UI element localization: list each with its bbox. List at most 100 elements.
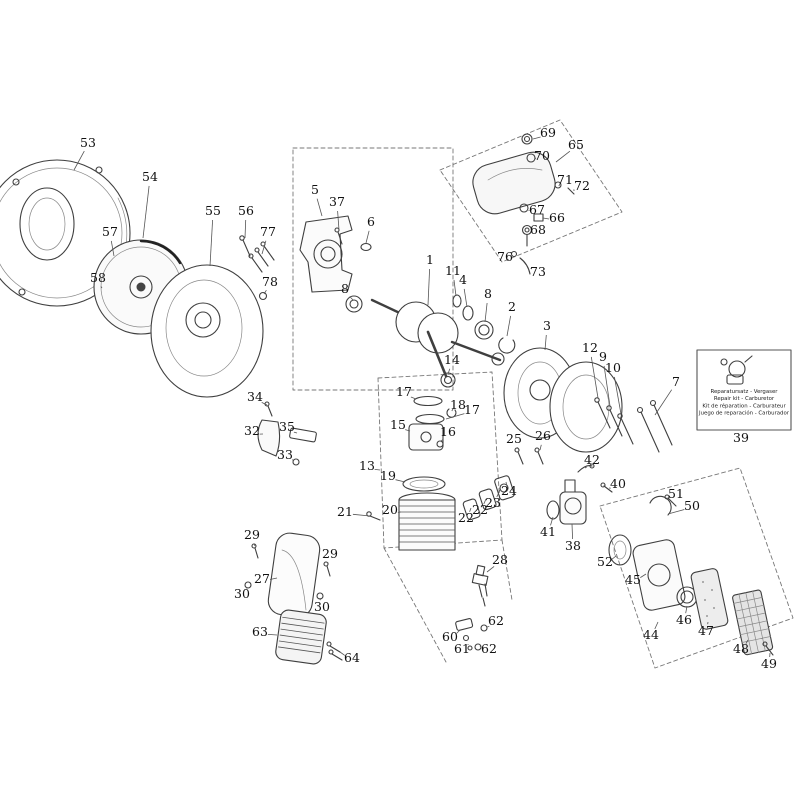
part-number-10: 10	[605, 360, 621, 375]
part-number-27: 27	[254, 571, 270, 586]
kit-box-line: Kit de réparation - Carburateur	[702, 402, 786, 409]
part-number-22: 22	[472, 502, 488, 517]
leader-line-26	[539, 444, 542, 451]
leader-line-62	[479, 645, 482, 648]
leader-line-56	[244, 219, 247, 239]
leader-line-34	[261, 402, 268, 406]
leader-line-53	[73, 150, 85, 171]
part-number-9: 9	[599, 349, 607, 364]
leader-line-66	[542, 217, 550, 220]
leader-line-35	[293, 431, 298, 434]
part-number-52: 52	[597, 554, 613, 569]
air-filter-assembly	[608, 494, 774, 656]
leader-line-13	[374, 469, 381, 471]
kit-box-line: Repair kit - Carburetor	[714, 396, 775, 402]
bracket-parts	[257, 401, 317, 466]
spark-plug	[471, 564, 489, 607]
part-number-38: 38	[565, 538, 581, 553]
engine-exploded-artwork	[0, 119, 794, 669]
leader-line-17	[410, 396, 417, 400]
kit-box-line: Reparatursatz - Vergaser	[710, 389, 778, 395]
part-number-23: 23	[485, 495, 501, 510]
leader-line-71	[558, 183, 561, 187]
part-number-3: 3	[543, 318, 551, 333]
leader-line-28	[486, 566, 495, 573]
bearing-8	[474, 320, 494, 340]
part-number-67: 67	[529, 202, 545, 217]
part-number-65: 65	[568, 137, 584, 152]
leader-line-70	[534, 157, 537, 160]
part-number-45: 45	[625, 572, 641, 587]
part-number-71: 71	[557, 172, 573, 187]
leader-line-18	[451, 408, 454, 412]
leader-line-8	[484, 302, 488, 323]
part-number-4: 4	[459, 272, 467, 287]
base-gasket	[402, 476, 446, 492]
leader-line-78	[263, 289, 267, 295]
leader-line-16	[440, 438, 444, 442]
part-number-2: 2	[508, 299, 516, 314]
part-number-58: 58	[90, 270, 106, 285]
leader-line-29	[253, 543, 256, 547]
starter-group-box	[292, 147, 454, 391]
part-number-8: 8	[484, 286, 492, 301]
part-number-62: 62	[481, 641, 497, 656]
leader-line-15	[405, 429, 411, 432]
intake-plates	[462, 475, 515, 521]
mounting-screws	[239, 235, 275, 301]
part-number-37: 37	[329, 194, 345, 209]
part-number-66: 66	[549, 210, 565, 225]
leader-line-23	[496, 489, 501, 498]
leader-line-63	[267, 634, 278, 636]
leader-line-48	[745, 639, 749, 644]
leader-line-65	[555, 150, 571, 163]
leader-line-10	[614, 376, 622, 415]
leader-line-54	[142, 185, 150, 239]
part-number-22: 22	[458, 510, 474, 525]
leader-line-69	[532, 136, 541, 140]
leader-line-41	[550, 516, 554, 526]
part-number-7: 7	[672, 374, 680, 389]
part-number-51: 51	[668, 486, 684, 501]
part-number-29: 29	[244, 527, 260, 542]
leader-line-7	[654, 389, 673, 416]
leader-line-64	[339, 651, 346, 656]
leader-line-22	[469, 507, 472, 512]
part-number-57: 57	[102, 224, 118, 239]
part-number-14: 14	[444, 352, 460, 367]
leader-line-77	[261, 240, 267, 255]
leader-line-6	[365, 230, 370, 244]
part-number-60: 60	[442, 629, 458, 644]
part-number-1: 1	[426, 252, 434, 267]
part-number-44: 44	[643, 627, 659, 642]
part-number-6: 6	[367, 214, 375, 229]
leader-line-57	[110, 240, 115, 257]
part-number-54: 54	[142, 169, 158, 184]
leader-line-37	[337, 210, 340, 231]
leader-line-42	[584, 466, 587, 469]
part-number-5: 5	[311, 182, 319, 197]
leader-line-17	[445, 413, 465, 420]
fuel-tank-group	[472, 133, 575, 275]
part-number-30: 30	[234, 586, 250, 601]
air-filter-group-box	[599, 467, 794, 669]
leader-line-3	[544, 334, 547, 351]
part-number-29: 29	[322, 546, 338, 561]
part-number-25: 25	[506, 431, 522, 446]
part-number-13: 13	[359, 458, 375, 473]
leader-line-50	[667, 509, 685, 515]
part-number-47: 47	[698, 623, 714, 638]
part-number-62: 62	[488, 613, 504, 628]
part-number-77: 77	[260, 224, 276, 239]
leader-line-2	[506, 315, 511, 337]
cylinder	[366, 492, 456, 551]
leader-line-60	[456, 629, 461, 634]
leader-line-1	[427, 268, 430, 306]
part-number-64: 64	[344, 650, 360, 665]
part-number-46: 46	[676, 612, 692, 627]
leader-line-76	[511, 254, 514, 257]
leader-line-14	[447, 368, 451, 375]
part-number-18: 18	[450, 397, 466, 412]
muffler-group	[244, 532, 343, 665]
